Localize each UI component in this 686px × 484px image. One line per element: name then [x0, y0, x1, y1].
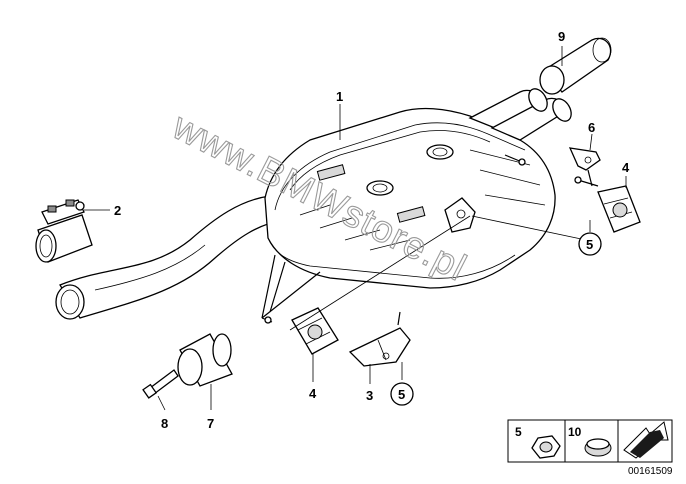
leader-lines: [84, 46, 627, 411]
support-rods: [261, 254, 321, 324]
rubber-mount-lower: [291, 307, 339, 355]
rubber-mount-right: [574, 176, 641, 233]
legend-label-10: 10: [568, 425, 582, 439]
callout-circle-5-lower: [390, 382, 414, 406]
part-label-9[interactable]: 9: [558, 29, 565, 44]
part-label-6[interactable]: 6: [588, 120, 595, 135]
small-bracket: [568, 147, 601, 187]
part-label-1[interactable]: 1: [336, 89, 343, 104]
rubber-sleeve: [177, 333, 233, 387]
bolt: [142, 369, 179, 399]
direction-arrow-icon: [623, 421, 669, 459]
exhaust-pipe: [55, 195, 286, 320]
document-number: 00161509: [628, 466, 673, 477]
tail-pipe-trim: [539, 37, 612, 95]
legend-box: 5 10: [507, 419, 673, 463]
legend-label-5: 5: [515, 425, 522, 439]
part-label-4-lower[interactable]: 4: [309, 386, 317, 401]
part-label-7[interactable]: 7: [207, 416, 214, 431]
pipe-clamp: [35, 199, 93, 263]
mount-bracket: [348, 311, 411, 367]
part-label-5-right[interactable]: 5: [586, 237, 593, 252]
rear-silencer: [264, 88, 572, 289]
part-label-5-lower[interactable]: 5: [398, 387, 405, 402]
part-label-8[interactable]: 8: [161, 416, 168, 431]
part-label-4-right[interactable]: 4: [622, 160, 630, 175]
callout-circle-5-right: [578, 232, 602, 256]
part-label-2[interactable]: 2: [114, 203, 121, 218]
rubber-plug-icon: [584, 438, 612, 457]
part-label-3[interactable]: 3: [366, 388, 373, 403]
hex-nut-icon: [531, 435, 561, 459]
